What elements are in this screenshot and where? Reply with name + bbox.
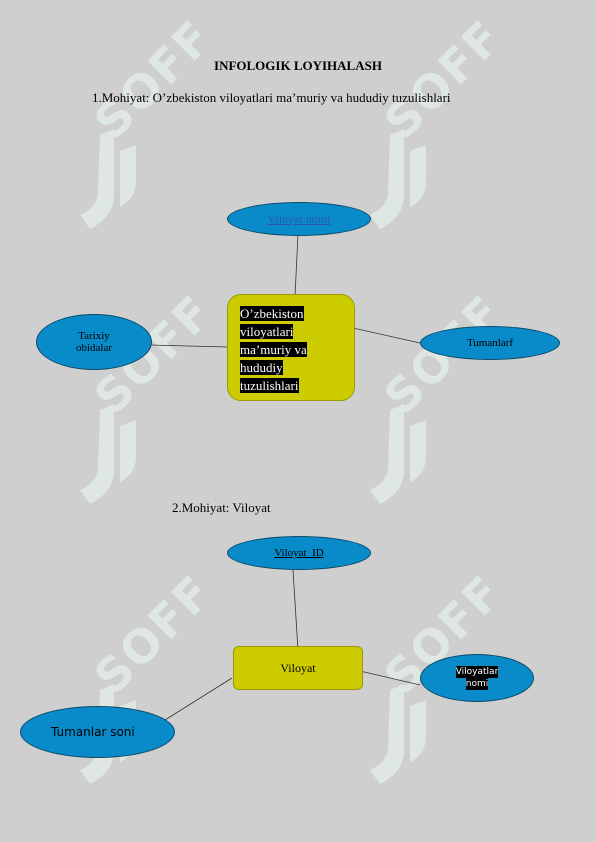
section2-heading: 2.Mohiyat: Viloyat [172, 500, 271, 515]
attribute-label: Tumanlarf [466, 337, 514, 349]
entity-line: tuzulishlari [240, 378, 299, 393]
document-title: INFOLOGIK LOYIHALASH [214, 58, 382, 73]
attribute-label: obidalar [75, 342, 113, 354]
attribute-label: Tarixiy [78, 330, 110, 342]
attribute-label: Viloyat_ID [274, 547, 324, 559]
entity-line: O’zbekiston [240, 306, 304, 321]
attribute-label: Viloyat nomi [267, 211, 331, 226]
entity-line: hududiy [240, 360, 283, 375]
section1-heading: 1.Mohiyat: O’zbekiston viloyatlari ma’mu… [92, 90, 451, 105]
connector-line [164, 677, 233, 721]
attribute-ellipse-viloyat-id: Viloyat_ID [227, 536, 371, 570]
attribute-ellipse-viloyat-nomi: Viloyat nomi [227, 202, 371, 236]
attribute-label: Tumanlar soni [51, 725, 135, 739]
attribute-ellipse-tarixiy-obidalar: Tarixiy obidalar [36, 314, 152, 370]
watermark-logo-icon [80, 404, 136, 504]
entity-line: viloyatlari [240, 324, 294, 339]
entity-line: ma’muriy va [240, 342, 307, 357]
entity-box-viloyat: Viloyat [233, 646, 363, 690]
watermark-logo-icon [370, 404, 426, 504]
connector-line [292, 569, 299, 651]
watermark: SOFF [80, 10, 270, 245]
attribute-ellipse-tumanlarf: Tumanlarf [420, 326, 560, 360]
connector-line [149, 344, 229, 348]
watermark: SOFF [80, 285, 270, 520]
connector-line [352, 327, 421, 344]
attribute-label: nomi [465, 678, 489, 690]
watermark: SOFF [370, 10, 560, 245]
attribute-label: Viloyatlar [455, 666, 499, 678]
watermark-logo-icon [370, 129, 426, 229]
attribute-ellipse-viloyatlar-nomi: Viloyatlar nomi [420, 654, 534, 702]
entity-label: Viloyat [280, 660, 316, 675]
watermark-logo-icon [370, 684, 426, 784]
watermark: SOFF [370, 565, 560, 800]
attribute-ellipse-tumanlar-soni: Tumanlar soni [20, 706, 175, 758]
connector-line [359, 670, 421, 686]
watermark: SOFF [370, 285, 560, 520]
connector-line [294, 233, 299, 297]
watermark-logo-icon [80, 129, 136, 229]
entity-box-ozbekiston: O’zbekiston viloyatlari ma’muriy va hudu… [227, 294, 355, 401]
